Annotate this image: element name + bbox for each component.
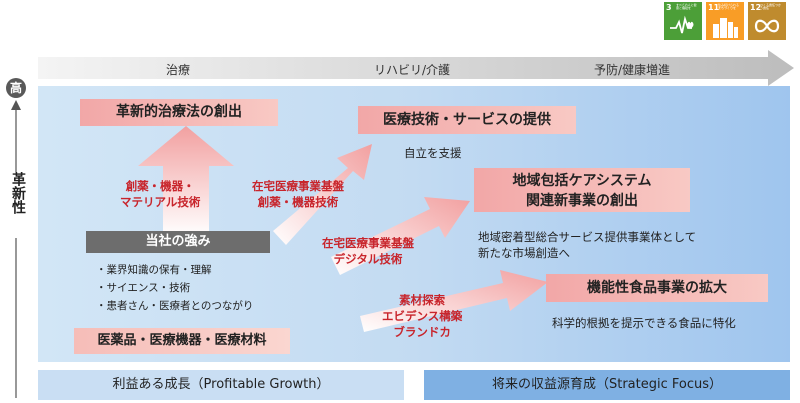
arrow-to-medical-service (273, 144, 372, 245)
goal-functional-food: 機能性食品事業の拡大 (546, 274, 768, 302)
phase-rehab-care: リハビリ/介護 (374, 63, 451, 77)
arrow-label-4: 素材探索 エビデンス構築 ブランドカ (382, 292, 462, 340)
arrow-label-3: 在宅医療事業基盤 デジタル技術 (322, 235, 414, 267)
arrow-label-1: 創薬・機器・ マテリアル技術 (120, 178, 200, 210)
footer-profitable-growth: 利益ある成長（Profitable Growth） (38, 370, 404, 400)
infinity-icon (754, 19, 780, 33)
footer-strategic-focus: 将来の収益源育成（Strategic Focus） (424, 370, 790, 400)
sdg-number: 12 (750, 3, 762, 12)
strengths-title: 当社の強み (145, 234, 211, 249)
phase-prevention: 予防/健康増進 (594, 63, 671, 77)
phase-arrow (38, 50, 794, 86)
arrow-label-2-line1: 在宅医療事業基盤 (252, 179, 344, 193)
sdg-caption: すべての人に健康と福祉を (676, 3, 697, 10)
footer-strategic-focus-label: 将来の収益源育成（Strategic Focus） (491, 377, 723, 392)
arrow-label-4-line3: ブランドカ (393, 325, 451, 339)
arrow-label-1-line1: 創薬・機器・ (125, 179, 195, 193)
axis-high-label: 高 (9, 81, 22, 95)
goal-medical-service-label: 医療技術・サービスの提供 (383, 112, 551, 128)
axis-label-box: 革新性 (2, 172, 30, 238)
arrow-label-1-line2: マテリアル技術 (120, 195, 201, 209)
city-icon (713, 18, 738, 38)
sdg-number: 3 (666, 3, 672, 12)
arrow-label-4-line1: 素材探索 (399, 293, 446, 307)
sdg-number: 11 (708, 3, 720, 12)
base-products-box: 医薬品・医療機器・医療材料 (74, 328, 290, 354)
arrow-label-2-line2: 創薬・機器技術 (257, 195, 339, 209)
goal-care-system-line2: 関連新事業の創出 (526, 193, 638, 209)
axis-label: 革新性 (10, 172, 26, 214)
goal-innovative-therapy: 革新的治療法の創出 (80, 99, 278, 126)
sdg-badge-3: 3 すべての人に健康と福祉を (664, 2, 702, 40)
footer-profitable-growth-label: 利益ある成長（Profitable Growth） (112, 377, 330, 392)
arrow-to-care-system (331, 197, 470, 275)
phase-treatment: 治療 (166, 63, 191, 77)
strength-item-2: ・サイエンス・技術 (96, 282, 191, 294)
sdg-caption: 住み続けられるまちづくりを (718, 3, 740, 10)
axis-high-badge: 高 (6, 78, 26, 98)
axis-arrow (11, 100, 21, 398)
sdg-badge-11: 11 住み続けられるまちづくりを (706, 2, 744, 40)
strength-item-3: ・患者さん・医療者とのつながり (96, 300, 254, 312)
goal-functional-food-label: 機能性食品事業の拡大 (587, 280, 727, 296)
arrow-label-4-line2: エビデンス構築 (382, 309, 463, 323)
goal-care-system: 地域包括ケアシステム 関連新事業の創出 (474, 168, 690, 212)
sdg-badge-12: 12 つくる責任つかう責任 (748, 2, 786, 40)
desc-care-line2: 新たな市場創造へ (478, 246, 570, 260)
sdg-caption: つくる責任つかう責任 (760, 3, 781, 10)
base-products-label: 医薬品・医療機器・医療材料 (97, 333, 267, 348)
arrow-to-functional-food (360, 270, 548, 332)
goal-care-system-line1: 地域包括ケアシステム (512, 173, 652, 189)
arrow-label-3-line1: 在宅医療事業基盤 (322, 236, 414, 250)
desc-independence: 自立を支援 (404, 146, 462, 160)
strength-item-1: ・業界知識の保有・理解 (96, 264, 212, 276)
goal-medical-service: 医療技術・サービスの提供 (358, 106, 576, 134)
arrow-label-2: 在宅医療事業基盤 創薬・機器技術 (252, 178, 344, 210)
desc-food: 科学的根拠を提示できる食品に特化 (552, 316, 736, 330)
goal-innovative-therapy-label: 革新的治療法の創出 (116, 104, 242, 120)
growth-arrows (138, 126, 548, 332)
desc-care-line1: 地域密着型総合サービス提供事業体として (478, 230, 697, 244)
arrow-label-3-line2: デジタル技術 (333, 252, 403, 266)
strengths-title-box: 当社の強み (86, 231, 270, 253)
heartbeat-icon (670, 15, 694, 34)
arrow-to-therapy (138, 126, 234, 236)
